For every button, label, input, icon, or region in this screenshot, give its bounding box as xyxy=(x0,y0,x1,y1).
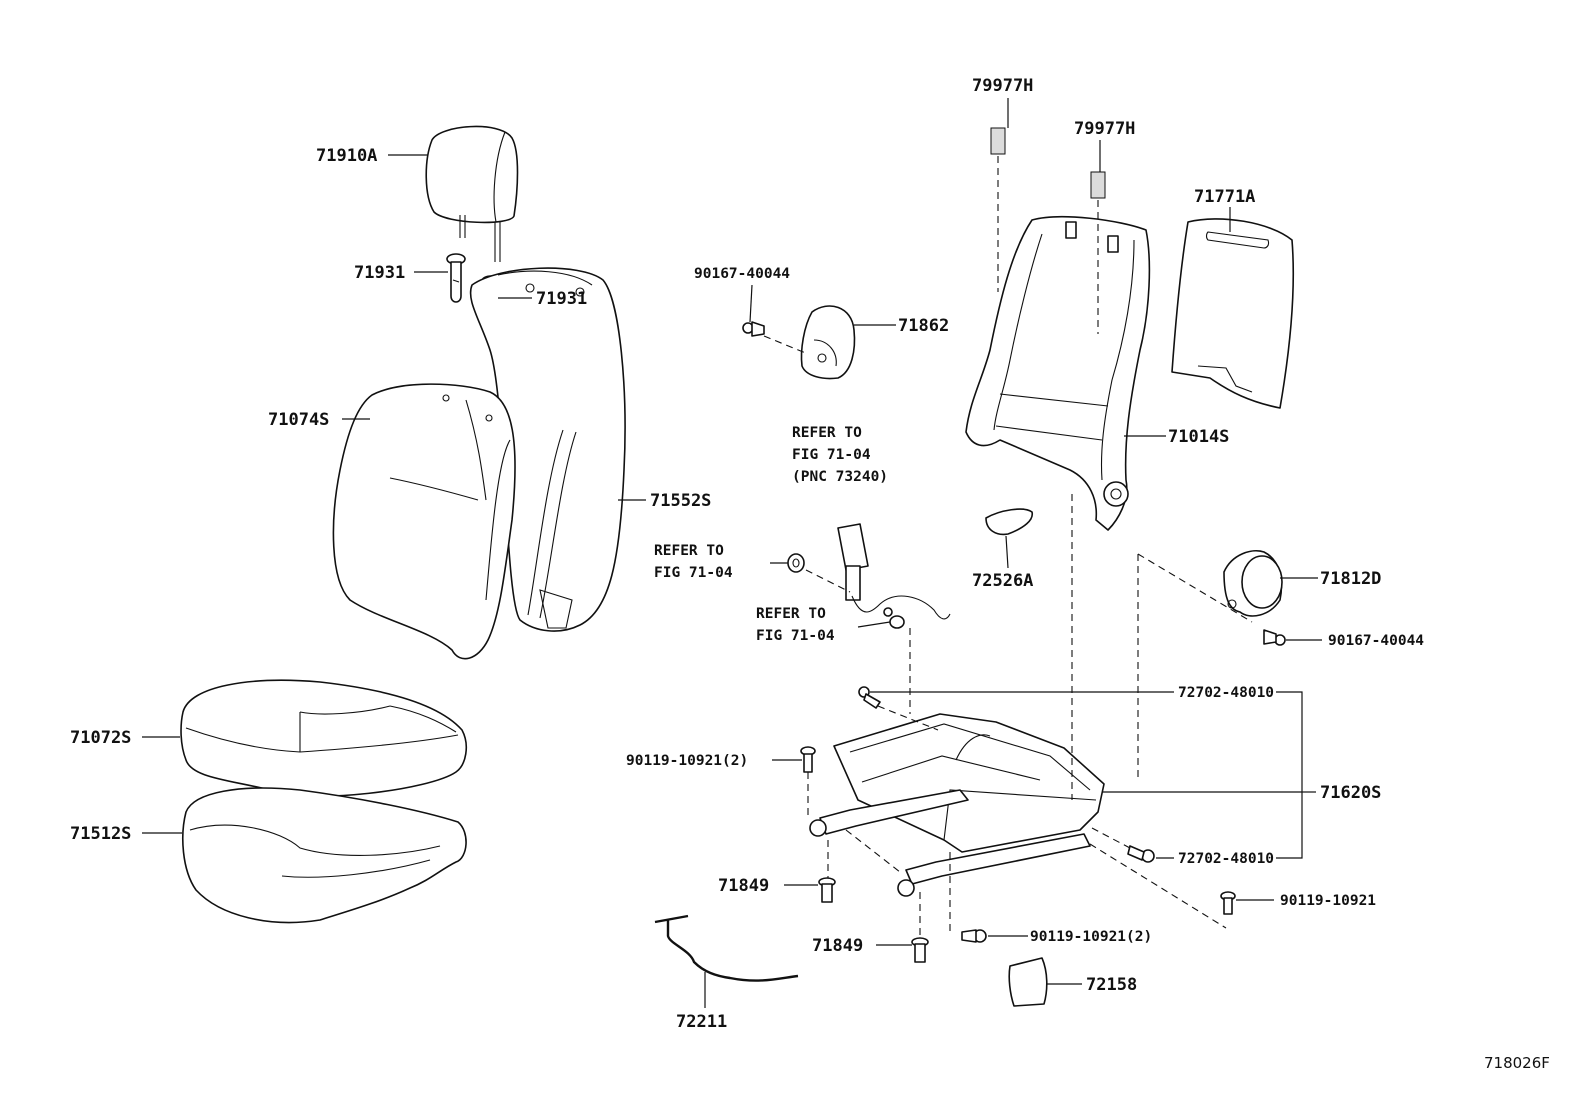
assembly-dashed-lines xyxy=(763,156,1253,938)
label-79977h-a: 79977H xyxy=(972,76,1033,96)
recliner-cover-71812d xyxy=(1223,550,1283,617)
label-71074s: 71074S xyxy=(268,410,329,430)
label-71910a: 71910A xyxy=(316,146,377,166)
ref-lower-line1: REFER TO xyxy=(756,606,826,622)
label-90119-2-bottom: 90119-10921(2) xyxy=(1030,929,1152,945)
bolt-72702-top xyxy=(858,686,881,709)
label-79977h-b: 79977H xyxy=(1074,119,1135,139)
label-71014s: 71014S xyxy=(1168,427,1229,447)
label-71931-right: 71931 xyxy=(536,289,587,309)
pin-71849-b xyxy=(911,937,929,963)
bolt-72702-bottom xyxy=(1127,845,1155,863)
label-72158: 72158 xyxy=(1086,975,1137,995)
ref-belt-line3: (PNC 73240) xyxy=(792,469,888,485)
headrest-71910a xyxy=(425,125,519,262)
seat-cushion-pad-71512s xyxy=(182,787,467,924)
label-71849-a: 71849 xyxy=(718,876,769,896)
seatback-cover-71074s xyxy=(332,383,516,660)
label-71771a: 71771A xyxy=(1194,187,1255,207)
label-72211: 72211 xyxy=(676,1012,727,1032)
bolt-90167-top xyxy=(742,321,765,337)
bolt-90167-right xyxy=(1263,629,1286,646)
seatback-frame-71014s xyxy=(965,215,1151,531)
ref-anchor-line1: REFER TO xyxy=(654,543,724,559)
seat-belt-buckle xyxy=(837,523,951,620)
label-72702-top: 72702-48010 xyxy=(1178,685,1274,701)
label-71849-b: 71849 xyxy=(812,936,863,956)
label-72702-bottom: 72702-48010 xyxy=(1178,851,1274,867)
label-90167-top: 90167-40044 xyxy=(694,266,790,282)
leader-lines xyxy=(142,98,1322,1008)
label-71512s: 71512S xyxy=(70,824,131,844)
label-90119-2-left: 90119-10921(2) xyxy=(626,753,748,769)
label-71862: 71862 xyxy=(898,316,949,336)
pin-71849-a xyxy=(818,877,836,903)
tag-79977h-b xyxy=(1090,171,1106,199)
label-71812d: 71812D xyxy=(1320,569,1381,589)
cover-72526a xyxy=(985,508,1033,536)
headrest-guide-left-71931 xyxy=(446,253,466,303)
back-board-71771a xyxy=(1171,218,1295,409)
seat-adjuster-71620s xyxy=(809,713,1105,897)
label-71072s: 71072S xyxy=(70,728,131,748)
tag-79977h-a xyxy=(990,127,1006,155)
ref-belt-line1: REFER TO xyxy=(792,425,862,441)
figure-id: 718026F xyxy=(1484,1054,1550,1072)
ref-belt-line2: FIG 71-04 xyxy=(792,447,871,463)
cover-71862 xyxy=(800,305,856,380)
label-90119-right: 90119-10921 xyxy=(1280,893,1376,909)
label-90167-right: 90167-40044 xyxy=(1328,633,1424,649)
part-number-labels: 71910A 71931 71931 71074S 71552S 71072S … xyxy=(70,76,1424,1032)
cover-72158 xyxy=(1008,957,1048,1007)
bolt-90119-bottom xyxy=(961,929,987,943)
rod-72211 xyxy=(654,914,799,982)
label-71620s: 71620S xyxy=(1320,783,1381,803)
label-71931-left: 71931 xyxy=(354,263,405,283)
bolt-90119-left xyxy=(800,746,816,773)
lower-nut-ref xyxy=(889,615,905,629)
bolt-90119-right xyxy=(1220,891,1236,915)
seat-cushion-cover-71072s xyxy=(180,679,468,797)
anchor-nut-ref xyxy=(787,553,805,573)
ref-anchor-line2: FIG 71-04 xyxy=(654,565,733,581)
reference-notes: REFER TO FIG 71-04 (PNC 73240) REFER TO … xyxy=(654,425,888,644)
ref-lower-line2: FIG 71-04 xyxy=(756,628,835,644)
label-72526a: 72526A xyxy=(972,571,1033,591)
label-71552s: 71552S xyxy=(650,491,711,511)
